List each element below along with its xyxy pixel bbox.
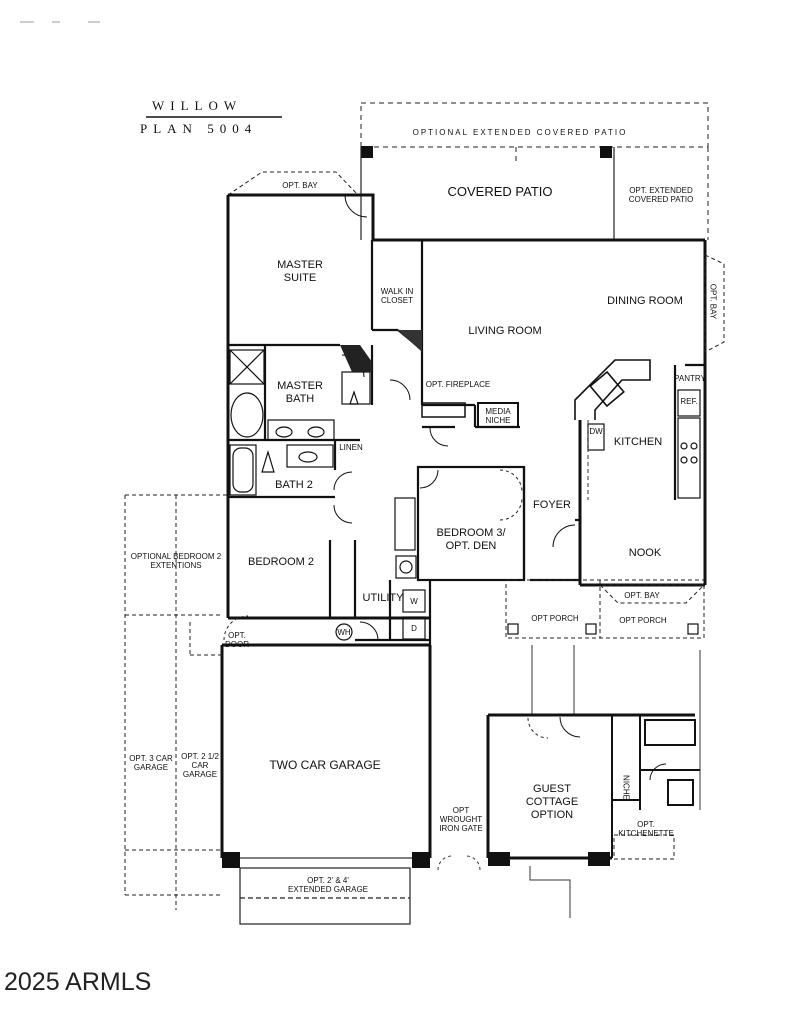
label-opt-3-car-garage: OPT. 3 CAR GARAGE xyxy=(129,754,173,772)
door-swings xyxy=(333,194,667,781)
label-opt-door: OPT. DOOR xyxy=(225,631,249,649)
label-niche: NICHE xyxy=(621,775,631,800)
plan-name: WILLOW xyxy=(152,98,243,113)
cottage-entry-walk xyxy=(529,866,571,918)
label-opt-2-half-car-garage: OPT. 2 1/2 CAR GARAGE xyxy=(181,752,219,779)
master-bath-corner xyxy=(340,345,372,372)
label-bedroom-2: BEDROOM 2 xyxy=(247,556,314,568)
optional-extended-patio-outline xyxy=(360,102,709,240)
label-opt-bay-master: OPT. BAY xyxy=(282,181,318,190)
label-extended-garage: OPT. 2' & 4' EXTENDED GARAGE xyxy=(287,876,368,894)
label-opt-kitchenette: OPT. KITCHENETTE xyxy=(618,820,674,838)
label-opt-extended-covered-patio: OPT. EXTENDED COVERED PATIO xyxy=(628,186,694,204)
label-two-car-garage: TWO CAR GARAGE xyxy=(269,758,381,772)
dashed-door-swings xyxy=(223,469,549,739)
label-opt-bay-nook: OPT. BAY xyxy=(624,591,660,600)
label-washer: W xyxy=(410,597,418,606)
label-optional-extended-covered-patio: OPTIONAL EXTENDED COVERED PATIO xyxy=(412,128,628,137)
label-linen: LINEN xyxy=(339,443,363,452)
label-dryer: D xyxy=(411,624,417,633)
label-master-suite: MASTER SUITE xyxy=(277,259,323,284)
garage-front-posts xyxy=(222,852,430,868)
armls-watermark: 2025 ARMLS xyxy=(4,968,152,996)
label-media-niche: MEDIA NICHE xyxy=(485,407,511,425)
porch-posts xyxy=(507,623,699,635)
kitchen-counters xyxy=(587,389,701,499)
utility-fixtures xyxy=(335,497,426,641)
kitchen-island xyxy=(574,359,651,420)
label-bath-2: BATH 2 xyxy=(275,479,313,491)
wrought-iron-gate xyxy=(437,855,481,871)
label-utility: UTILITY xyxy=(362,592,404,604)
plan-number: PLAN 5004 xyxy=(140,121,258,136)
label-optional-bedroom-2-ext: OPTIONAL BEDROOM 2 EXTENTIONS xyxy=(130,552,222,570)
opt-porch-outline xyxy=(505,579,705,639)
kitchenette-dashed xyxy=(613,834,675,860)
fireplace-box xyxy=(421,402,466,418)
label-pantry: PANTRY xyxy=(674,374,706,383)
label-kitchen: KITCHEN xyxy=(613,436,663,448)
label-living-room: LIVING ROOM xyxy=(468,325,542,337)
label-bedroom-3: BEDROOM 3/ OPT. DEN xyxy=(436,527,506,552)
label-opt-wrought-iron-gate: OPT WROUGHT IRON GATE xyxy=(439,806,483,833)
label-guest-cottage: GUEST COTTAGE OPTION xyxy=(525,783,579,821)
label-master-bath: MASTER BATH xyxy=(277,380,323,405)
label-opt-fireplace: OPT. FIREPLACE xyxy=(425,380,491,389)
label-walk-in-closet: WALK IN CLOSET xyxy=(380,287,414,305)
extended-garage-outline xyxy=(239,867,411,925)
label-covered-patio: COVERED PATIO xyxy=(447,184,553,199)
media-niche-box xyxy=(477,402,519,428)
label-water-heater: WH xyxy=(337,628,351,637)
label-foyer: FOYER xyxy=(533,499,571,511)
label-dining-room: DINING ROOM xyxy=(607,295,683,307)
label-opt-bay-dining: OPT. BAY xyxy=(708,283,718,320)
label-opt-porch-left: OPT PORCH xyxy=(531,614,579,623)
bath2-fixtures xyxy=(229,444,334,496)
cottage-posts xyxy=(488,852,610,866)
patio-posts xyxy=(361,146,612,158)
walkway xyxy=(531,645,701,810)
fireplace-corner xyxy=(398,330,422,352)
label-opt-porch-right: OPT PORCH xyxy=(619,616,667,625)
label-dw: DW xyxy=(589,427,603,436)
nook-opt-bay xyxy=(598,584,706,604)
guest-cottage-interior xyxy=(611,715,700,858)
optional-extensions-outline xyxy=(124,494,228,910)
dining-opt-bay xyxy=(704,254,725,353)
label-nook: NOOK xyxy=(628,547,662,559)
label-ref: REF. xyxy=(680,397,698,406)
